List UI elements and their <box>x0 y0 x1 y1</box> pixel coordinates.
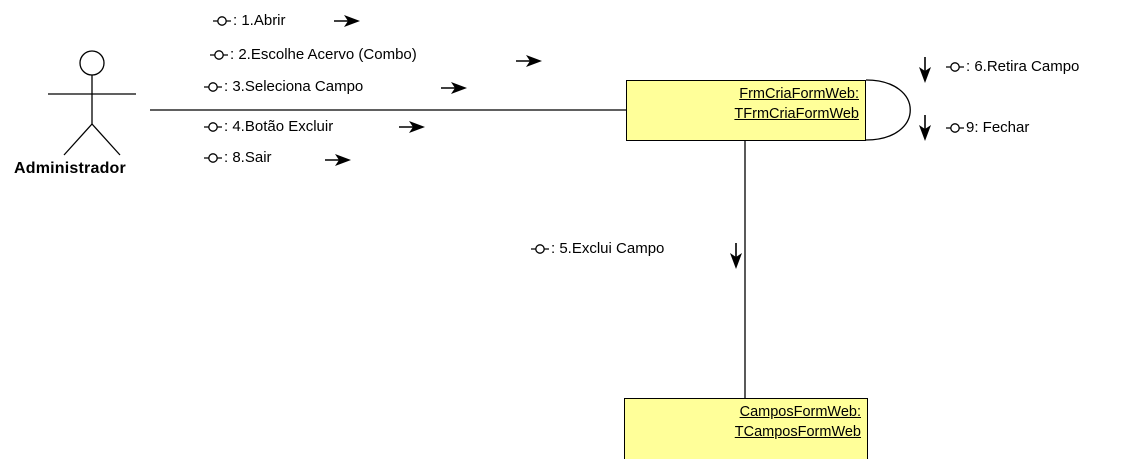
message-4-label: : 4.Botão Excluir <box>224 118 334 135</box>
message-icon <box>209 50 229 60</box>
message-icon <box>203 82 223 92</box>
self-loop <box>865 79 911 141</box>
arrow-down-icon <box>729 242 743 270</box>
object-name: FrmCriaFormWeb: <box>739 86 859 102</box>
message-icon <box>945 123 965 133</box>
arrow-down-icon <box>918 56 932 84</box>
message-6-label: : 6.Retira Campo <box>966 58 1080 75</box>
arrow-down-icon <box>918 114 932 142</box>
message-1-label: : 1.Abrir <box>233 12 286 29</box>
message-9-label: 9: Fechar <box>966 119 1030 136</box>
object-campos-form-web[interactable]: CamposFormWeb: TCamposFormWeb <box>624 398 868 459</box>
message-icon <box>212 16 232 26</box>
message-icon <box>530 244 550 254</box>
message-8-label: : 8.Sair <box>224 149 272 166</box>
arrow-right-icon <box>333 14 361 28</box>
arrow-right-icon <box>398 120 426 134</box>
actor-name: Administrador <box>14 160 126 177</box>
arrow-right-icon <box>515 54 543 68</box>
message-3-label: : 3.Seleciona Campo <box>224 78 364 95</box>
message-icon <box>203 122 223 132</box>
object-frm-cria-form-web[interactable]: FrmCriaFormWeb: TFrmCriaFormWeb <box>626 80 866 141</box>
arrow-right-icon <box>324 153 352 167</box>
arrow-right-icon <box>440 81 468 95</box>
message-2-label: : 2.Escolhe Acervo (Combo) <box>230 46 417 63</box>
object-name: CamposFormWeb: <box>739 404 861 420</box>
message-icon <box>945 62 965 72</box>
object-class: TCamposFormWeb <box>734 424 861 440</box>
message-5-label: : 5.Exclui Campo <box>551 240 665 257</box>
message-icon <box>203 153 223 163</box>
actor-figure <box>48 50 136 156</box>
object-class: TFrmCriaFormWeb <box>734 106 859 122</box>
